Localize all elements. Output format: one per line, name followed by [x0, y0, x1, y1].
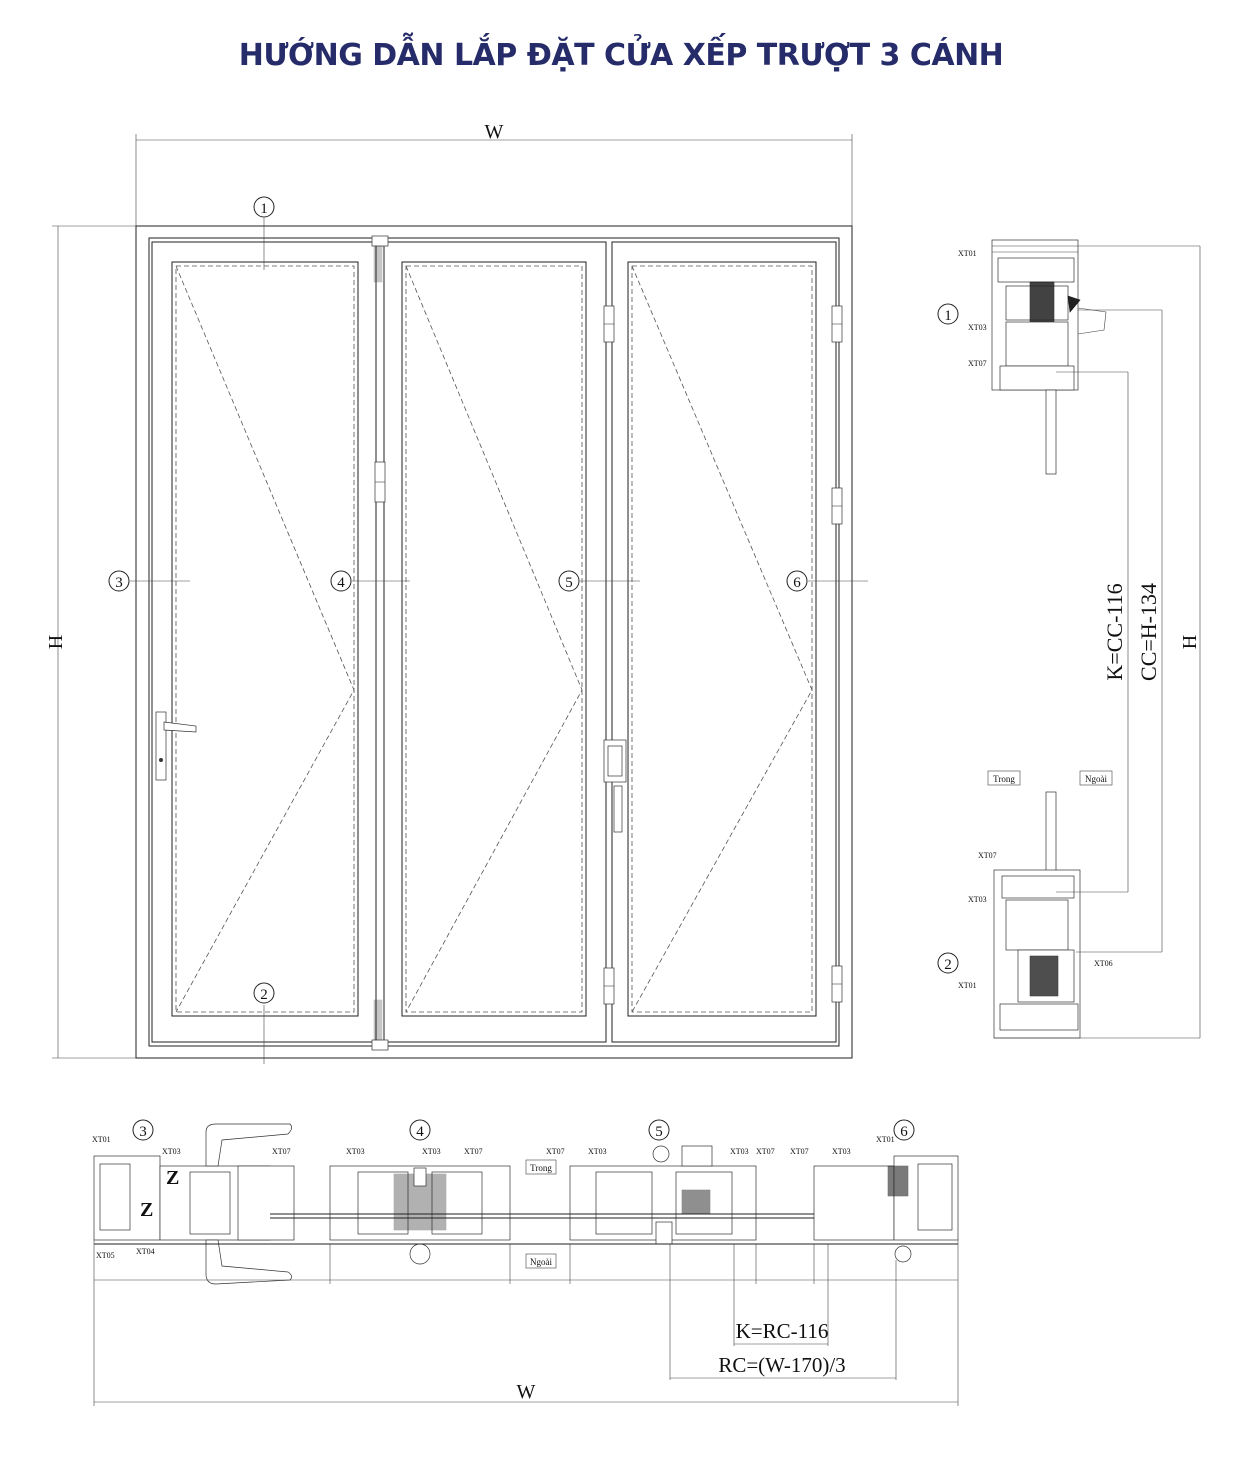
profile-code: XT03: [346, 1147, 365, 1156]
svg-text:5: 5: [565, 575, 573, 591]
svg-text:Trong: Trong: [993, 774, 1015, 784]
svg-text:1: 1: [260, 201, 268, 217]
inside-label: Trong: [525, 1159, 557, 1175]
profile-code: XT03: [968, 323, 987, 332]
profile-code: XT06: [1094, 959, 1113, 968]
profile-code: XT07: [546, 1147, 565, 1156]
profile-code: XT07: [272, 1147, 291, 1156]
svg-text:4: 4: [416, 1124, 424, 1140]
profile-code: XT01: [958, 981, 977, 990]
vertical-cc-formula: CC=H-134: [1136, 583, 1161, 681]
profile-code: XT03: [730, 1147, 749, 1156]
section-marker-4: 4: [409, 1119, 431, 1141]
profile-code: XT07: [790, 1147, 809, 1156]
profile-code: XT07: [756, 1147, 775, 1156]
section-marker-5: 5: [558, 570, 580, 592]
top-pivot-icon: [371, 235, 389, 247]
horizontal-k-formula: K=RC-116: [736, 1319, 829, 1343]
svg-text:Z: Z: [140, 1199, 153, 1221]
svg-text:5: 5: [655, 1124, 663, 1140]
horizontal-rc-formula: RC=(W-170)/3: [718, 1353, 845, 1377]
section-marker-3: 3: [132, 1119, 154, 1141]
inside-label: Trong: [987, 770, 1021, 786]
section-marker-6: 6: [786, 570, 808, 592]
profile-code: XT07: [968, 359, 987, 368]
svg-text:3: 3: [139, 1124, 147, 1140]
section-marker-5: 5: [648, 1119, 670, 1141]
hinge-icon: [374, 461, 386, 503]
elevation-width-label: W: [485, 121, 504, 143]
profile-code: XT03: [162, 1147, 181, 1156]
profile-code: XT01: [92, 1135, 111, 1144]
page-title: HƯỚNG DẪN LẮP ĐẶT CỬA XẾP TRƯỢT 3 CÁNH: [238, 38, 1004, 73]
svg-text:1: 1: [944, 308, 952, 324]
vertical-section: XT01 XT03 XT07 1 Trong Ngoài XT07 XT03 X…: [937, 239, 1201, 1039]
svg-text:6: 6: [793, 575, 801, 591]
profile-code: XT07: [978, 851, 997, 860]
hinge-icon: [831, 305, 843, 343]
horizontal-width-label: W: [517, 1381, 536, 1403]
section-marker-2: 2: [253, 982, 275, 1004]
svg-text:Ngoài: Ngoài: [1085, 774, 1107, 784]
svg-text:4: 4: [337, 575, 345, 591]
svg-text:Ngoài: Ngoài: [530, 1257, 552, 1267]
svg-text:2: 2: [260, 987, 268, 1003]
outside-label: Ngoài: [1079, 770, 1113, 786]
profile-code: XT05: [96, 1251, 115, 1260]
profile-code: XT01: [876, 1135, 895, 1144]
svg-text:6: 6: [900, 1124, 908, 1140]
front-elevation: W H: [45, 121, 868, 1064]
hinge-icon: [831, 487, 843, 525]
svg-text:3: 3: [115, 575, 123, 591]
section-marker-6: 6: [893, 1119, 915, 1141]
svg-text:2: 2: [944, 957, 952, 973]
profile-code: XT04: [136, 1247, 155, 1256]
section-marker-3: 3: [108, 570, 130, 592]
section-marker-4: 4: [330, 570, 352, 592]
hinge-icon: [603, 967, 615, 1005]
profile-code: XT03: [832, 1147, 851, 1156]
vertical-k-formula: K=CC-116: [1102, 583, 1127, 680]
profile-code: XT03: [422, 1147, 441, 1156]
profile-code: XT07: [464, 1147, 483, 1156]
hinge-icon: [831, 965, 843, 1003]
section-marker-1: 1: [253, 196, 275, 218]
profile-code: XT03: [968, 895, 987, 904]
outside-label: Ngoài: [525, 1253, 557, 1269]
svg-text:Trong: Trong: [530, 1163, 552, 1173]
profile-code: XT03: [588, 1147, 607, 1156]
section-marker-2: 2: [937, 952, 959, 974]
elevation-height-label: H: [45, 635, 67, 649]
horizontal-section: Z Z XT01 XT03: [92, 1119, 959, 1406]
door-handle-icon: [155, 711, 197, 781]
vertical-height-label: H: [1179, 635, 1201, 649]
profile-code: XT01: [958, 249, 977, 258]
section-marker-1: 1: [937, 303, 959, 325]
bottom-roller-icon: [371, 1039, 389, 1051]
svg-text:Z: Z: [166, 1167, 179, 1189]
lock-icon: [603, 739, 627, 833]
hinge-icon: [603, 305, 615, 343]
